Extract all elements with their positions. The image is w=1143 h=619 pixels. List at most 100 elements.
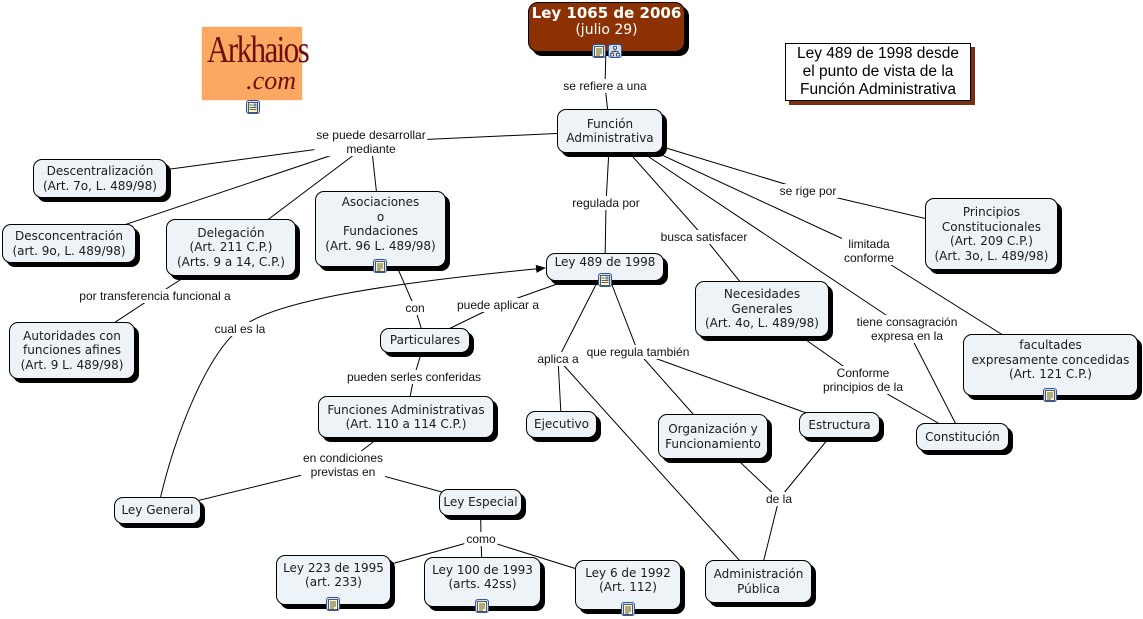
concept-node-ley-general[interactable]: Ley General <box>114 497 201 524</box>
node-text: Administración <box>713 567 804 581</box>
link-phrase-text: se refiere a una <box>563 79 647 93</box>
concept-node-ley223[interactable]: Ley 223 de 1995(art. 233) <box>276 555 391 605</box>
node-text: (Art. 110 a 114 C.P.) <box>345 417 467 431</box>
concept-node-ejecutivo[interactable]: Ejecutivo <box>526 411 597 438</box>
node-text: (art. 9o, L. 489/98) <box>12 243 126 258</box>
concept-node-constitucion[interactable]: Constitución <box>916 423 1009 451</box>
image-document-icon[interactable] <box>597 273 612 287</box>
link-phrase-text: regulada por <box>572 196 640 210</box>
document-icon[interactable] <box>326 597 340 611</box>
node-text: (Art. 4o, L. 489/98) <box>705 316 819 331</box>
link-phrase-text: principios de la <box>822 380 904 394</box>
document-icon[interactable] <box>1043 388 1057 402</box>
link-phrase-regulada-por[interactable]: regulada por <box>570 196 642 210</box>
logo-domain: .com <box>246 66 296 95</box>
title-line: el punto de vista de la <box>802 63 954 80</box>
link-phrase-como[interactable]: como <box>464 532 498 546</box>
concept-node-ley-especial[interactable]: Ley Especial <box>439 489 522 516</box>
node-text: expresamente concedidas <box>971 352 1130 367</box>
concept-node-estructura[interactable]: Estructura <box>799 412 880 438</box>
link-phrase-text: que regula también <box>586 345 690 359</box>
title-line: Ley 489 de 1998 desde <box>796 45 960 62</box>
map-title: Ley 489 de 1998 desde el punto de vista … <box>785 43 971 101</box>
node-text: Asociaciones <box>341 195 420 209</box>
concept-node-ley6[interactable]: Ley 6 de 1992(Art. 112) <box>575 560 681 610</box>
node-text: Funciones Administrativas <box>327 402 485 417</box>
link-phrase-puede-aplicar[interactable]: puede aplicar a <box>454 298 542 312</box>
node-text: Ejecutivo <box>534 417 589 432</box>
document-icon[interactable] <box>591 44 606 58</box>
node-text: (art. 233) <box>305 575 362 589</box>
concept-node-descentralizacion[interactable]: Descentralización(Art. 7o, L. 489/98) <box>33 159 167 198</box>
link-phrase-pueden-serles[interactable]: pueden serles conferidas <box>344 370 484 384</box>
node-text: funciones afines <box>23 343 121 358</box>
link-phrase-que-regula[interactable]: que regula también <box>584 345 692 359</box>
link-phrase-por-transferencia[interactable]: por transferencia funcional a <box>77 289 233 303</box>
node-text: (julio 29) <box>575 22 638 38</box>
node-text: (Art. 3o, L. 489/98) <box>934 248 1049 263</box>
concept-node-delegacion[interactable]: Delegación(Art. 211 C.P.)(Arts. 9 a 14, … <box>166 219 296 276</box>
node-text: Ley 100 de 1993 <box>432 562 533 577</box>
concept-node-desconcentracion[interactable]: Desconcentración(art. 9o, L. 489/98) <box>2 224 136 263</box>
node-text: Pública <box>737 581 780 596</box>
node-text: Ley 489 de 1998 <box>554 254 656 269</box>
node-text: (Art. 96 L. 489/98) <box>325 238 436 253</box>
concept-node-ley1065[interactable]: Ley 1065 de 2006(julio 29) <box>528 2 685 52</box>
document-icon[interactable] <box>620 602 635 616</box>
node-text: Generales <box>731 301 793 316</box>
node-text: Administrativa <box>566 131 654 145</box>
link-phrase-cual-es-la[interactable]: cual es la <box>212 322 268 336</box>
image-document-icon[interactable] <box>246 100 260 114</box>
link-phrase-aplica-a[interactable]: aplica a <box>535 352 581 366</box>
link-phrase-text: puede aplicar a <box>456 298 540 312</box>
link-phrase-se-rige[interactable]: se rige por <box>777 184 839 198</box>
node-text: Particulares <box>389 333 461 348</box>
node-text: Funcionamiento <box>665 436 761 451</box>
concept-map-icon[interactable] <box>607 44 622 58</box>
link-phrase-text: conforme <box>843 251 895 265</box>
node-text: Delegación <box>197 225 265 240</box>
node-text: (arts. 42ss) <box>448 577 517 591</box>
node-text: Necesidades <box>723 287 801 302</box>
node-text: (Art. 9 L. 489/98) <box>20 357 124 372</box>
link-phrase-text: cual es la <box>214 322 266 336</box>
link-phrase-text: como <box>466 532 496 546</box>
link-phrase-con[interactable]: con <box>403 301 427 315</box>
link-phrase-de-la[interactable]: de la <box>763 492 795 506</box>
link-phrase-text: expresa en la <box>870 329 944 343</box>
link-phrase-text: aplica a <box>537 352 579 366</box>
node-text: (Art. 121 C.P.) <box>1009 367 1092 382</box>
document-icon[interactable] <box>475 599 489 613</box>
link-phrase-text: mediante <box>346 142 396 156</box>
node-text: Ley General <box>121 503 194 518</box>
link-phrase-se-refiere[interactable]: se refiere a una <box>561 79 649 93</box>
link-phrase-busca-satisfacer[interactable]: busca satisfacer <box>658 230 750 244</box>
node-text: Ley 1065 de 2006 <box>531 4 682 22</box>
concept-node-funciones-adm[interactable]: Funciones Administrativas(Art. 110 a 114… <box>318 396 494 438</box>
concept-node-particulares[interactable]: Particulares <box>380 328 470 353</box>
node-text: Desconcentración <box>15 229 123 243</box>
node-text: Fundaciones <box>343 224 418 238</box>
connector-tiene-consagracion-to-constitucion <box>906 328 963 438</box>
document-icon[interactable] <box>373 259 387 273</box>
connector-cual-es-la-to-ley489 <box>239 264 546 330</box>
node-text: Función <box>586 116 634 131</box>
node-text: Ley 6 de 1992 <box>585 565 671 580</box>
node-text: o <box>376 209 385 224</box>
connector-funcion-to-tiene-consagracion <box>609 130 908 330</box>
node-text: Constitucionales <box>941 219 1042 234</box>
arkhaios-logo[interactable]: Arkhaios .com <box>202 27 310 100</box>
